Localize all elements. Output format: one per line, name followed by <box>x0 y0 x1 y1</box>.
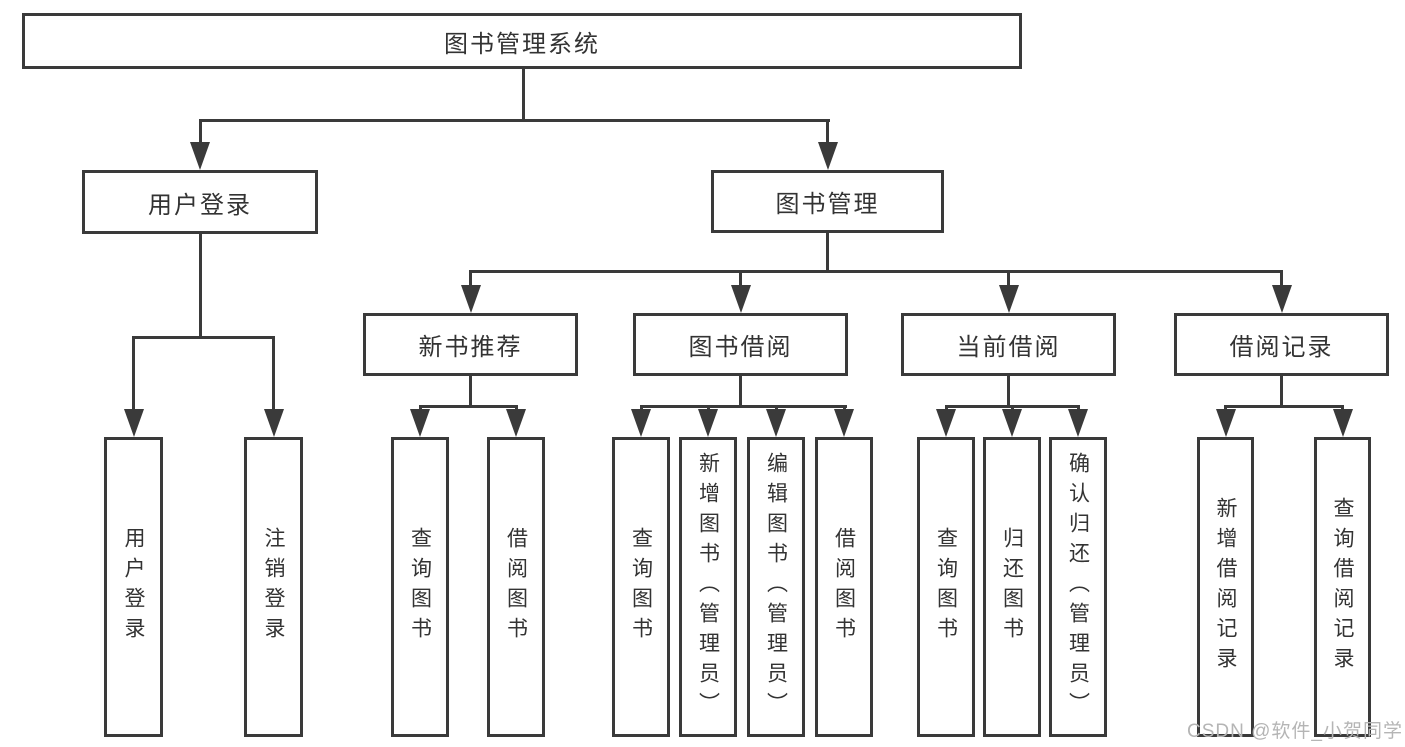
arrowhead <box>730 285 751 313</box>
arrowhead <box>123 409 144 437</box>
arrowhead <box>1332 409 1353 437</box>
watermark: CSDN @软件_小贺同学 <box>1187 721 1403 742</box>
leaf-label: 新增图书（管理员） <box>696 452 720 722</box>
leaf-query-books-current: 查询图书 <box>917 437 975 737</box>
leaf-label: 查询图书 <box>629 527 653 647</box>
node-book-management: 图书管理 <box>711 170 944 233</box>
leaf-borrow-books: 借阅图书 <box>815 437 873 737</box>
leaf-label: 确认归还（管理员） <box>1066 452 1090 722</box>
leaf-label: 查询借阅记录 <box>1331 497 1354 677</box>
arrowhead <box>698 409 718 437</box>
arrowhead <box>631 409 651 437</box>
leaf-label: 编辑图书（管理员） <box>764 452 788 722</box>
leaf-add-books-admin: 新增图书（管理员） <box>679 437 737 737</box>
leaf-label: 归还图书 <box>1000 527 1024 647</box>
arrowhead <box>834 409 854 437</box>
arrowhead <box>263 409 284 437</box>
connector-line <box>826 233 829 273</box>
leaf-borrow-books-recommend: 借阅图书 <box>487 437 545 737</box>
connector-line <box>739 270 742 290</box>
connector-line <box>132 335 135 414</box>
leaf-add-borrow-record: 新增借阅记录 <box>1197 437 1254 737</box>
leaf-query-borrow-record: 查询借阅记录 <box>1314 437 1371 737</box>
connector-line <box>1280 270 1283 290</box>
arrowhead <box>936 409 956 437</box>
node-library-management-system: 图书管理系统 <box>22 13 1022 69</box>
leaf-user-login: 用户登录 <box>104 437 163 737</box>
connector-line <box>1224 404 1344 408</box>
leaf-label: 查询图书 <box>934 527 958 647</box>
connector-line <box>198 118 202 149</box>
leaf-query-books-recommend: 查询图书 <box>391 437 449 737</box>
connector-line <box>739 376 742 407</box>
arrowhead <box>190 142 210 170</box>
connector-line <box>469 270 472 290</box>
leaf-logout: 注销登录 <box>244 437 303 737</box>
node-book-borrowing: 图书借阅 <box>633 313 848 376</box>
arrowhead <box>506 409 526 437</box>
connector-line <box>132 335 275 339</box>
arrowhead <box>766 409 786 437</box>
leaf-return-books: 归还图书 <box>983 437 1041 737</box>
arrowhead <box>817 142 838 170</box>
connector-line <box>521 68 525 120</box>
connector-line <box>826 118 829 149</box>
leaf-query-books-borrow: 查询图书 <box>612 437 670 737</box>
leaf-label: 注销登录 <box>262 527 285 647</box>
arrowhead <box>1002 409 1022 437</box>
leaf-label: 用户登录 <box>122 527 145 647</box>
arrowhead <box>998 285 1019 313</box>
connector-line <box>272 335 275 414</box>
arrowhead <box>1271 285 1292 313</box>
connector-line <box>1280 376 1283 407</box>
leaf-confirm-return-admin: 确认归还（管理员） <box>1049 437 1107 737</box>
connector-line <box>198 234 202 338</box>
connector-line <box>418 404 518 408</box>
arrowhead <box>460 285 481 313</box>
connector-line <box>469 376 472 407</box>
node-new-book-recommendation: 新书推荐 <box>363 313 578 376</box>
leaf-label: 借阅图书 <box>504 527 528 647</box>
connector-line <box>639 404 847 408</box>
arrowhead <box>410 409 430 437</box>
connector-line <box>198 118 830 122</box>
node-current-borrowing: 当前借阅 <box>901 313 1116 376</box>
node-borrowing-records: 借阅记录 <box>1174 313 1389 376</box>
connector-line <box>469 270 1283 273</box>
leaf-label: 新增借阅记录 <box>1214 497 1237 677</box>
connector-line <box>1007 376 1010 407</box>
arrowhead <box>1068 409 1088 437</box>
arrowhead <box>1215 409 1236 437</box>
leaf-edit-books-admin: 编辑图书（管理员） <box>747 437 805 737</box>
connector-line <box>1007 270 1010 290</box>
leaf-label: 借阅图书 <box>832 527 856 647</box>
node-user-login: 用户登录 <box>82 170 318 234</box>
leaf-label: 查询图书 <box>408 527 432 647</box>
